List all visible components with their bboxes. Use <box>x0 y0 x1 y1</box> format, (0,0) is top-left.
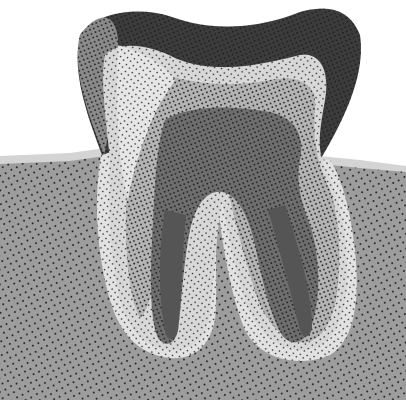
tooth-illustration <box>0 0 406 400</box>
tooth-diagram-svg <box>0 0 406 400</box>
